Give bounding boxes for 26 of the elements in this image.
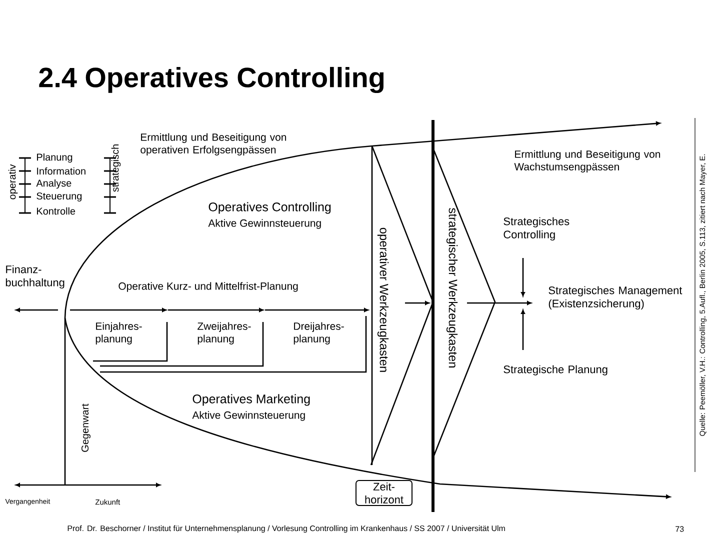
area-label: Finanz- buchhaltung xyxy=(6,265,64,289)
note-text: Ermittlung und Beseitigung von operativen Erfolgsengpässen xyxy=(140,133,286,156)
step-label: Analyse xyxy=(36,179,72,189)
funnel-label: strategischer Werkzeugkasten xyxy=(446,208,458,368)
step-label: Steuerung xyxy=(36,192,82,202)
step-label: Information xyxy=(37,167,86,175)
plan-label: Zweijahres- planung xyxy=(198,322,251,344)
slide-title: 2.4 Operatives Controlling xyxy=(39,66,384,94)
time-box: Zeit- horizont xyxy=(356,480,412,506)
step-label: Planung xyxy=(37,153,72,163)
area-heading: Operatives Marketing xyxy=(192,394,310,406)
strategy-label: Strategische Planung xyxy=(504,365,608,376)
note-text: Ermittlung und Beseitigung von Wachstumsengpässen xyxy=(514,150,660,172)
axis-label: operativ xyxy=(8,164,18,200)
strategy-label: Strategisches Controlling xyxy=(504,217,570,241)
funnel-label: operativer Werkzeugkasten xyxy=(377,228,389,372)
axis-label: Gegenwart xyxy=(82,404,91,452)
area-heading: Operatives Controlling xyxy=(208,202,331,214)
plan-label: Einjahres- planung xyxy=(96,322,142,344)
axis-label: strategisch xyxy=(111,144,121,192)
step-label: Kontrolle xyxy=(37,207,76,215)
plan-label: Dreijahres- planung xyxy=(294,322,344,344)
area-subheading: Aktive Gewinnsteuerung xyxy=(208,219,321,229)
area-subheading: Aktive Gewinnsteuerung xyxy=(192,411,305,421)
area-label: Operative Kurz- und Mittelfrist-Planung xyxy=(118,282,298,292)
strategy-label: Strategisches Management (Existenzsicherung) xyxy=(548,286,682,310)
